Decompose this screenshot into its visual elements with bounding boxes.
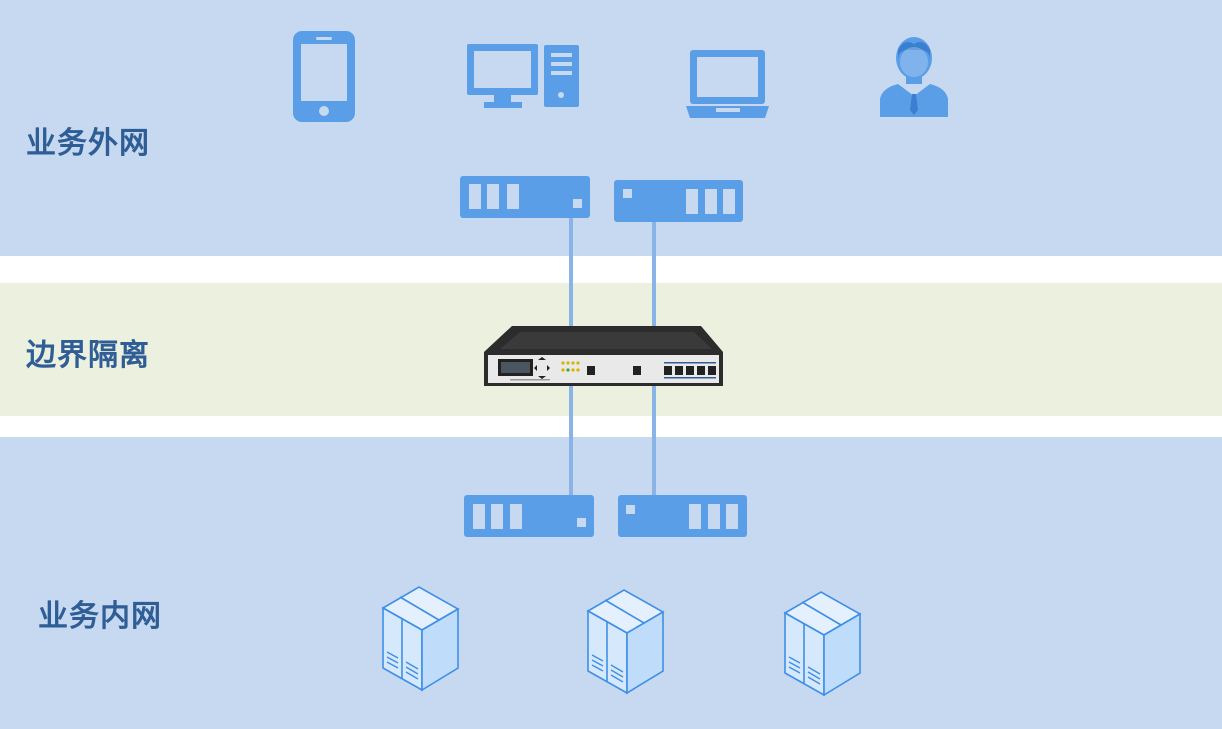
server-icon bbox=[783, 591, 862, 697]
external-network-zone bbox=[0, 0, 1222, 256]
smartphone-icon bbox=[293, 31, 355, 122]
isolation-gateway-appliance-icon bbox=[484, 326, 723, 386]
server-icon bbox=[381, 586, 460, 692]
switch-icon bbox=[614, 180, 743, 222]
boundary-isolation-label: 边界隔离 bbox=[26, 338, 150, 373]
desktop-computer-icon bbox=[467, 44, 579, 108]
switch-icon bbox=[618, 495, 747, 537]
server-icon bbox=[586, 589, 665, 695]
switch-icon bbox=[464, 495, 594, 537]
switch-icon bbox=[460, 176, 590, 218]
internal-network-label: 业务内网 bbox=[38, 599, 162, 634]
external-network-label: 业务外网 bbox=[26, 126, 150, 161]
laptop-icon bbox=[686, 50, 769, 118]
user-icon bbox=[880, 37, 948, 117]
